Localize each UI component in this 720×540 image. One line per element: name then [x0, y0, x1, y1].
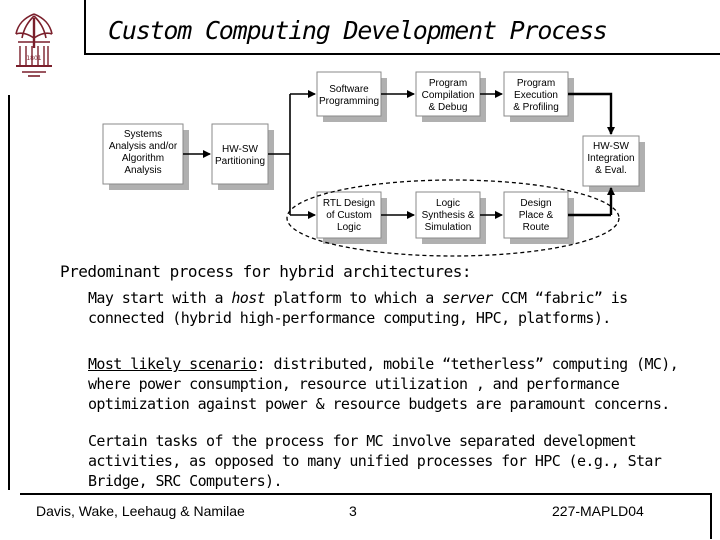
footer-code: 227-MAPLD04: [552, 503, 644, 519]
place-line-2: Place &: [519, 210, 554, 221]
rtl-line-1: RTL Design: [323, 198, 375, 209]
hw-sw-partitioning-box: [211, 123, 269, 185]
footer-rule: [20, 493, 712, 539]
para2-line3: optimization against power & resource bu…: [88, 395, 670, 413]
software-line-2: Programming: [319, 96, 379, 107]
university-seal-logo: 1801: [15, 13, 53, 77]
program-compilation-box: [415, 71, 481, 117]
integration-line-3: & Eval.: [595, 165, 627, 176]
main-bullet: Predominant process for hybrid architect…: [60, 262, 471, 281]
paragraph-host-server: May start with a host platform to which …: [88, 288, 708, 328]
partition-line-1: HW-SW: [222, 144, 258, 155]
para3-line3: Bridge, SRC Computers).: [88, 472, 283, 490]
footer-page-number: 3: [349, 503, 357, 519]
para1-line2: connected (hybrid high-performance compu…: [88, 309, 611, 327]
compile-line-2: Compilation: [422, 90, 475, 101]
synthesis-line-3: Simulation: [425, 222, 472, 233]
systems-line-4: Analysis: [124, 165, 161, 176]
para3-line1: Certain tasks of the process for MC invo…: [88, 432, 637, 450]
para3-line2: activities, as opposed to many unified p…: [88, 452, 662, 470]
compile-line-3: & Debug: [429, 102, 468, 113]
footer-authors: Davis, Wake, Leehaug & Namilae: [36, 503, 245, 519]
synthesis-line-2: Synthesis &: [422, 210, 475, 221]
svg-text:1801: 1801: [26, 55, 41, 62]
place-line-3: Route: [523, 222, 550, 233]
execute-line-2: Execution: [514, 90, 558, 101]
title-rule: [84, 0, 720, 55]
place-route-box: [503, 191, 569, 239]
para1-line1: May start with a host platform to which …: [88, 289, 628, 307]
slide-title: Custom Computing Development Process: [108, 16, 608, 45]
systems-line-2: Analysis and/or: [109, 141, 178, 152]
place-line-1: Design: [520, 198, 551, 209]
synthesis-line-1: Logic: [436, 198, 460, 209]
compile-line-1: Program: [429, 78, 467, 89]
execute-line-3: & Profiling: [513, 102, 559, 113]
left-rule: [8, 95, 10, 490]
software-programming-box: [316, 71, 382, 117]
likely-scenario-term: Most likely scenario: [88, 355, 257, 373]
integration-line-2: Integration: [587, 153, 634, 164]
paragraph-likely-scenario: Most likely scenario: distributed, mobil…: [88, 354, 708, 414]
software-line-1: Software: [329, 84, 369, 95]
rtl-line-3: Logic: [337, 222, 361, 233]
paragraph-mc-tasks: Certain tasks of the process for MC invo…: [88, 431, 708, 491]
rtl-design-box: [316, 191, 382, 239]
systems-line-1: Systems: [124, 129, 162, 140]
para2-line2: where power consumption, resource utiliz…: [88, 375, 620, 393]
systems-line-3: Algorithm: [122, 153, 164, 164]
dashed-highlight-ellipse: [286, 179, 620, 257]
rtl-line-2: of Custom: [326, 210, 372, 221]
integration-line-1: HW-SW: [593, 141, 629, 152]
para2-line1: Most likely scenario: distributed, mobil…: [88, 355, 679, 373]
logic-synthesis-box: [415, 191, 481, 239]
partition-line-2: Partitioning: [215, 156, 265, 167]
hw-sw-integration-box: [582, 135, 640, 187]
execute-line-1: Program: [517, 78, 555, 89]
